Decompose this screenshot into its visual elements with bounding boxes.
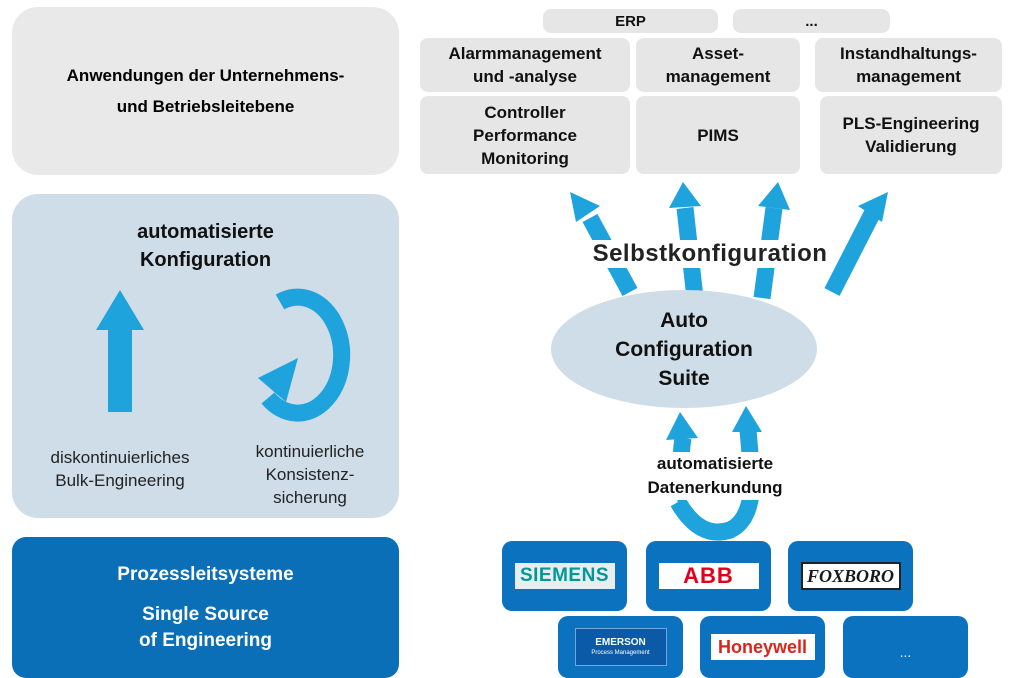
more-apps-tab: ...	[733, 9, 890, 33]
pls-line-1: PLS-Engineering	[842, 114, 980, 133]
asset-line-2: management	[665, 67, 771, 86]
pcs-subtitle-line-1: Single Source	[142, 603, 269, 625]
enterprise-line-2: und Betriebsleitebene	[116, 97, 295, 116]
honeywell-logo: Honeywell	[710, 634, 815, 660]
emerson-name: EMERSON	[595, 637, 646, 648]
vendor-tile-foxboro: FOXBORO	[788, 541, 913, 611]
maintenance-management-box: Instandhaltungs- management	[815, 38, 1002, 92]
process-control-systems-box: Prozessleitsysteme Single Source of Engi…	[12, 537, 399, 678]
vendor-tile-emerson: EMERSON Process Management	[558, 616, 683, 678]
abb-logo: ABB	[658, 563, 759, 589]
pims-label: PIMS	[697, 125, 739, 145]
vendor-tile-honeywell: Honeywell	[700, 616, 825, 678]
vendor-tile-abb: ABB	[646, 541, 771, 611]
siemens-name: SIEMENS	[519, 565, 610, 586]
discovery-line-2: Datenerkundung	[644, 476, 786, 500]
alarm-management-box: Alarmmanagement und -analyse	[420, 38, 630, 92]
suite-line-2: Configuration	[615, 337, 753, 361]
asset-line-1: Asset-	[692, 44, 744, 63]
self-config-arrow-4-icon	[824, 192, 888, 296]
erp-label: ERP	[615, 12, 646, 30]
enterprise-level-box: Anwendungen der Unternehmens- und Betrie…	[12, 7, 399, 175]
cpm-line-1: Controller	[484, 102, 566, 122]
emerson-logo: EMERSON Process Management	[574, 628, 667, 666]
pcs-title: Prozessleitsysteme	[117, 563, 294, 585]
vendor-tile-more: ...	[843, 616, 968, 678]
pls-line-2: Validierung	[865, 137, 957, 156]
auto-configuration-suite: Auto Configuration Suite	[551, 290, 817, 408]
automation-title-line-1: automatisierte	[137, 221, 274, 243]
consistency-caption-line-1: kontinuierliche	[255, 441, 365, 461]
consistency-caption: kontinuierliche Konsistenz- sicherung	[230, 438, 390, 510]
bulk-caption-line-1: diskontinuierliches	[50, 448, 190, 467]
consistency-caption-line-2: Konsistenz-	[265, 464, 355, 484]
bulk-caption-line-2: Bulk-Engineering	[55, 471, 185, 490]
pcs-subtitle-line-2: of Engineering	[139, 629, 272, 651]
more-apps-label: ...	[805, 12, 818, 30]
foxboro-logo: FOXBORO	[800, 562, 901, 590]
cpm-line-2: Performance	[473, 125, 577, 145]
self-configuration-label: Selbstkonfiguration	[560, 236, 860, 272]
honeywell-name: Honeywell	[717, 636, 808, 657]
maintenance-line-1: Instandhaltungs-	[840, 44, 977, 63]
vendor-tile-siemens: SIEMENS	[502, 541, 627, 611]
alarm-line-1: Alarmmanagement	[448, 44, 602, 63]
bulk-engineering-arrow-icon	[96, 290, 144, 412]
suite-line-3: Suite	[658, 366, 710, 390]
automation-title: automatisierte Konfiguration	[12, 218, 399, 274]
alarm-line-2: und -analyse	[473, 67, 577, 86]
pims-box: PIMS	[636, 96, 800, 174]
discovery-line-1: automatisierte	[653, 452, 777, 476]
more-vendors-label: ...	[899, 644, 912, 660]
consistency-cycle-arrow-icon	[258, 288, 351, 422]
cpm-line-3: Monitoring	[481, 148, 569, 168]
data-discovery-label: automatisierte Datenerkundung	[600, 448, 830, 504]
bulk-engineering-caption: diskontinuierliches Bulk-Engineering	[20, 444, 220, 494]
pls-engineering-box: PLS-Engineering Validierung	[820, 96, 1002, 174]
enterprise-line-1: Anwendungen der Unternehmens-	[66, 66, 345, 85]
self-configuration-text: Selbstkonfiguration	[588, 240, 832, 268]
emerson-subtitle: Process Management	[591, 650, 650, 656]
asset-management-box: Asset- management	[636, 38, 800, 92]
automation-title-line-2: Konfiguration	[139, 249, 272, 271]
erp-tab: ERP	[543, 9, 718, 33]
foxboro-name: FOXBORO	[806, 565, 895, 586]
controller-performance-box: Controller Performance Monitoring	[420, 96, 630, 174]
maintenance-line-2: management	[856, 67, 961, 86]
siemens-logo: SIEMENS	[514, 563, 615, 589]
abb-name: ABB	[683, 563, 734, 588]
suite-line-1: Auto	[660, 308, 708, 332]
consistency-caption-line-3: sicherung	[273, 487, 347, 507]
